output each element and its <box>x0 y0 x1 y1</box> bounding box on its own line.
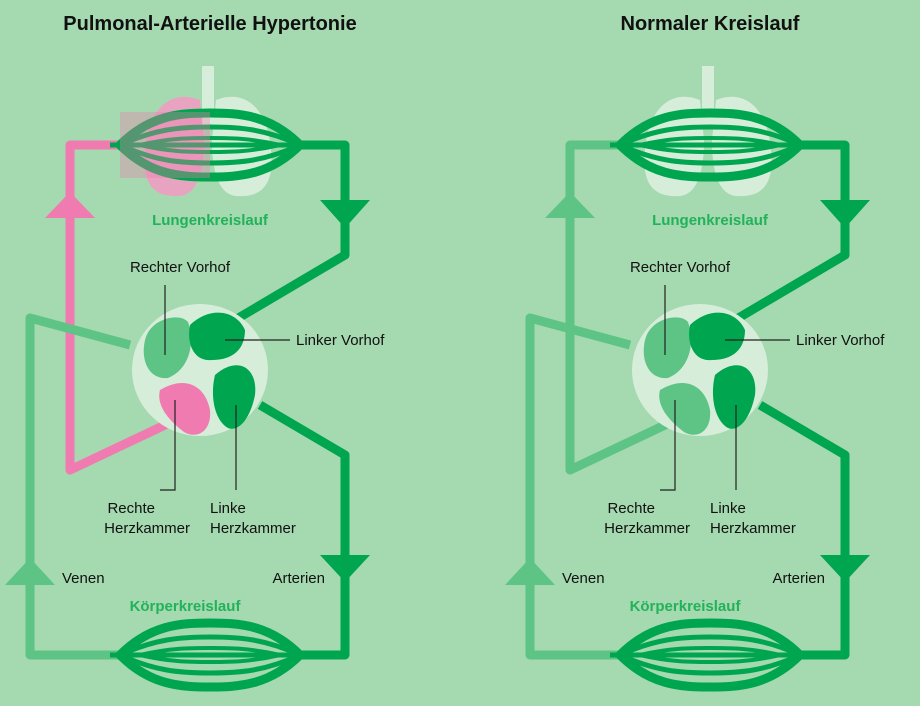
panel-pah: Pulmonal-Arterielle Hypertonie <box>5 13 385 687</box>
label-left-ventricle-1: Linke <box>210 500 246 517</box>
body-artery-arrow <box>320 555 370 582</box>
label-veins: Venen <box>562 570 605 587</box>
body-vein-arrow <box>505 558 555 585</box>
label-lung-circulation: Lungenkreislauf <box>152 212 269 229</box>
panel-title: Normaler Kreislauf <box>621 13 800 35</box>
panel-title: Pulmonal-Arterielle Hypertonie <box>63 13 356 35</box>
pulmonary-artery <box>70 145 130 470</box>
body-vein <box>30 318 130 655</box>
pulmonary-vein-arrow <box>820 200 870 228</box>
label-veins: Venen <box>62 570 105 587</box>
body-capillary-bed <box>110 623 310 687</box>
panel-normal: Normaler Kreislauf <box>505 13 885 687</box>
label-left-ventricle-1: Linke <box>710 500 746 517</box>
label-right-ventricle-1: Rechte <box>107 500 155 517</box>
label-left-atrium: Linker Vorhof <box>796 332 885 349</box>
label-right-ventricle-1: Rechte <box>607 500 655 517</box>
pulmonary-arrow <box>545 192 595 218</box>
body-vein-arrow <box>5 558 55 585</box>
label-body-circulation: Körperkreislauf <box>630 598 742 615</box>
label-left-atrium: Linker Vorhof <box>296 332 385 349</box>
pulmonary-artery <box>570 145 630 470</box>
heart <box>132 304 268 436</box>
label-lung-circulation: Lungenkreislauf <box>652 212 769 229</box>
body-artery-arrow <box>820 555 870 582</box>
label-right-atrium: Rechter Vorhof <box>630 259 731 276</box>
label-arteries: Arterien <box>272 570 325 587</box>
pulmonary-arrow <box>45 192 95 218</box>
pulmonary-vein-arrow <box>320 200 370 228</box>
label-right-ventricle-2: Herzkammer <box>104 520 190 537</box>
heart <box>632 304 768 436</box>
label-body-circulation: Körperkreislauf <box>130 598 242 615</box>
label-arteries: Arterien <box>772 570 825 587</box>
label-left-ventricle-2: Herzkammer <box>210 520 296 537</box>
label-left-ventricle-2: Herzkammer <box>710 520 796 537</box>
body-capillary-bed <box>610 623 810 687</box>
body-vein <box>530 318 630 655</box>
label-right-ventricle-2: Herzkammer <box>604 520 690 537</box>
label-right-atrium: Rechter Vorhof <box>130 259 231 276</box>
